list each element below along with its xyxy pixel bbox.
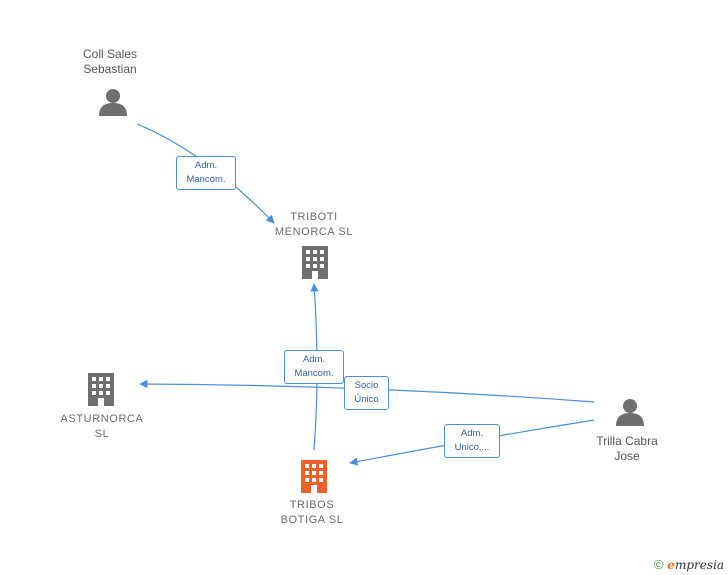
node-label-trilla-cabra-jose[interactable]: Trilla Cabra Jose [596, 434, 658, 463]
edge-label-trilla-asturnorca[interactable]: Socio Único [344, 376, 389, 410]
node-label-coll-sales-sebastian[interactable]: Coll Sales Sebastian [82, 47, 138, 76]
node-label-asturnorca[interactable]: ASTURNORCA SL [60, 413, 144, 440]
edge-label-tribos-triboti[interactable]: Adm. Mancom. [284, 350, 344, 384]
building-icon[interactable] [301, 460, 327, 493]
person-icon[interactable] [616, 399, 644, 426]
person-icon[interactable] [99, 89, 127, 116]
node-label-triboti-menorca[interactable]: TRIBOTI MENORCA SL [274, 211, 354, 238]
building-icon[interactable] [88, 373, 114, 406]
copyright-icon: © [653, 557, 664, 572]
edge-label-trilla-tribos[interactable]: Adm. Unico,... [444, 424, 500, 458]
brand-watermark: © empresia [654, 557, 724, 572]
node-label-tribos-botiga[interactable]: TRIBOS BOTIGA SL [280, 499, 344, 526]
edge-label-coll-triboti[interactable]: Adm. Mancom. [176, 156, 236, 190]
brand-name: empresia [667, 557, 724, 572]
building-icon[interactable] [302, 246, 328, 279]
